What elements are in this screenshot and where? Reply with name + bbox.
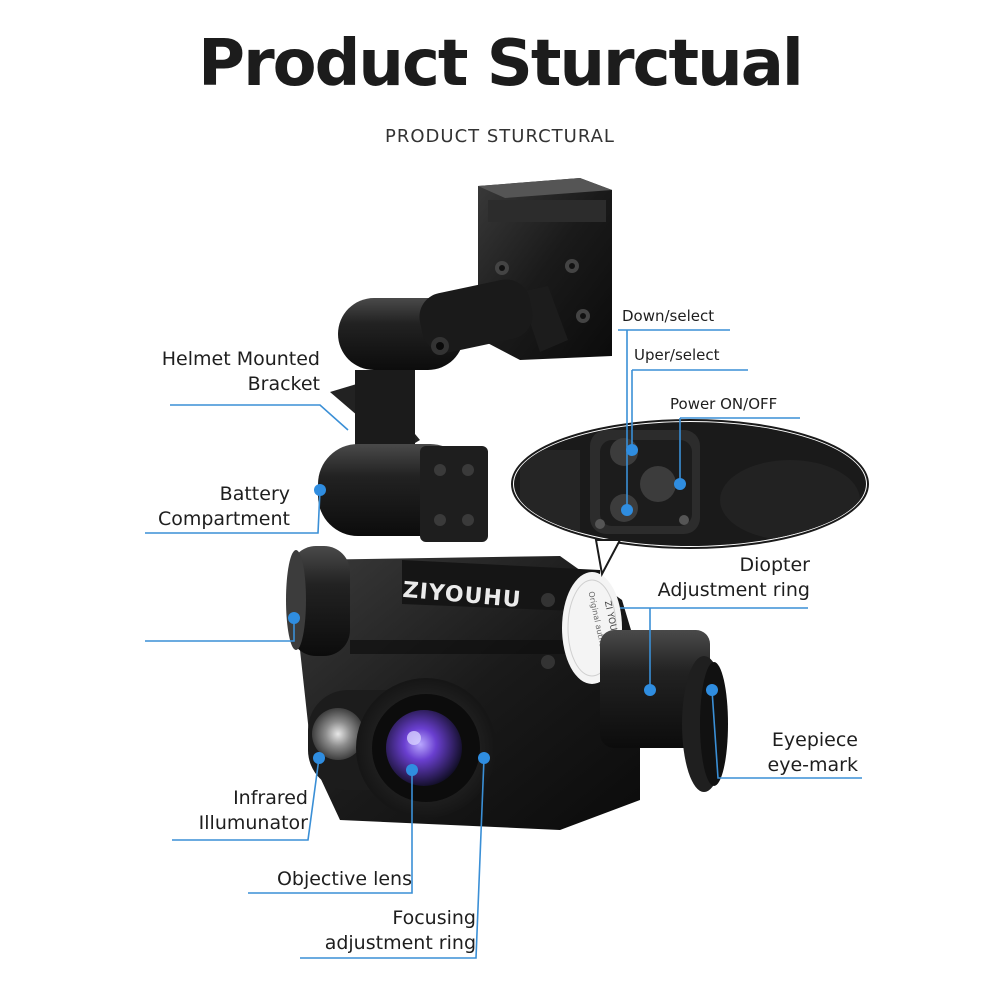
dot-diopter (644, 684, 656, 696)
callout-lines (145, 329, 862, 959)
dot-eyepiece (706, 684, 718, 696)
callout-power: Power ON/OFF (670, 395, 778, 413)
ir-emitter (312, 708, 364, 760)
dot-focusing (478, 752, 490, 764)
callout-down-select: Down/select (622, 307, 715, 325)
dot-objective (406, 764, 418, 776)
line-objective (248, 770, 413, 894)
callout-focusing: Focusing adjustment ring (324, 907, 476, 954)
line-battery-cap (145, 618, 295, 642)
dot-battery-cap (288, 612, 300, 624)
callout-infrared: Infrared Illumunator (198, 787, 308, 834)
callout-diopter: Diopter Adjustment ring (657, 554, 810, 601)
line-eyepiece (711, 689, 862, 779)
dot-power (674, 478, 686, 490)
buttons-zoom-bubble (511, 419, 869, 578)
callout-battery: Battery Compartment (157, 483, 290, 530)
callout-uper-select: Uper/select (634, 346, 720, 364)
dot-battery (314, 484, 326, 496)
helmet-arm (330, 279, 533, 452)
objective-lens-glass (386, 710, 462, 786)
dot-uper (626, 444, 638, 456)
dot-down (621, 504, 633, 516)
page-subtitle: PRODUCT STURCTURAL (385, 126, 615, 147)
page-title: Product Sturctual (198, 27, 804, 101)
callout-dots (288, 444, 718, 776)
line-focusing (300, 757, 485, 959)
line-infrared (172, 757, 320, 841)
callout-helmet-bracket: Helmet Mounted Bracket (161, 348, 320, 395)
front-housing (308, 678, 496, 818)
callout-objective: Objective lens (276, 868, 412, 890)
battery-housing (318, 444, 488, 542)
line-helmet (170, 404, 349, 431)
dot-infrared (313, 752, 325, 764)
line-battery (145, 489, 321, 534)
callout-eyepiece: Eyepiece eye-mark (767, 729, 858, 776)
